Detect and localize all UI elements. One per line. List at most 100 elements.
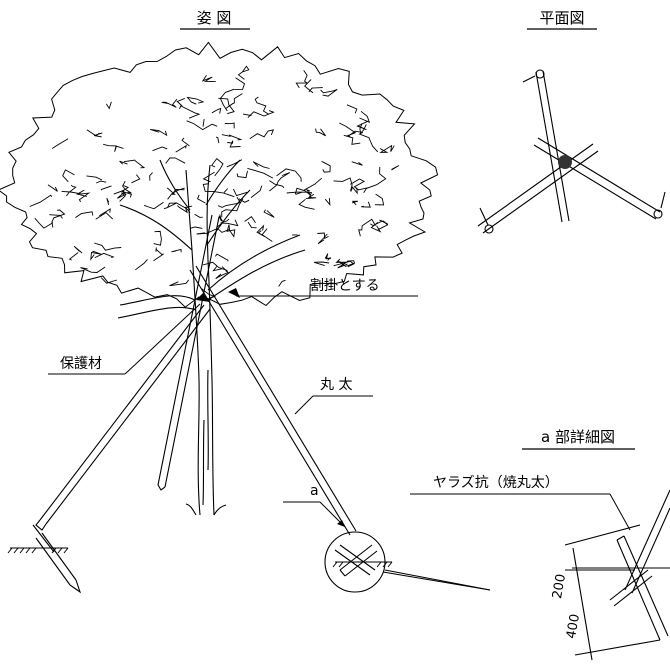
canopy-stroke xyxy=(321,89,338,96)
canopy-stroke xyxy=(248,222,257,228)
leader-log xyxy=(295,396,313,414)
support-log-right xyxy=(190,266,377,576)
canopy-stroke xyxy=(344,135,361,144)
label-detail-marker: a xyxy=(310,483,319,499)
canopy-stroke xyxy=(250,130,274,139)
canopy-stroke xyxy=(247,168,273,178)
canopy-stroke xyxy=(203,119,204,127)
canopy-stroke xyxy=(203,75,216,81)
canopy-stroke xyxy=(305,80,313,93)
stake-detail-shapes xyxy=(565,490,670,660)
canopy-stroke xyxy=(87,176,103,180)
canopy-stroke xyxy=(188,97,204,104)
label-protector: 保護材 xyxy=(60,356,102,372)
ground-left xyxy=(8,548,68,553)
canopy-stroke xyxy=(304,178,322,195)
canopy-stroke xyxy=(101,186,112,190)
support-log-left xyxy=(33,305,210,592)
canopy-stroke xyxy=(106,102,111,109)
canopy-stroke xyxy=(75,212,92,218)
label-split-hang: 割掛とする xyxy=(310,277,380,294)
canopy-stroke xyxy=(325,254,330,261)
label-stake: ヤラズ抗（焼丸太） xyxy=(433,475,559,491)
dimension-200: 200 xyxy=(550,573,569,600)
canopy-stroke xyxy=(306,194,316,198)
elevation-view: 姿 図 xyxy=(0,9,490,592)
canopy-stroke xyxy=(224,189,235,197)
canopy-stroke xyxy=(352,162,363,166)
canopy-stroke xyxy=(74,246,82,253)
canopy-stroke xyxy=(81,267,106,273)
canopy-stroke xyxy=(216,137,219,143)
canopy-stroke xyxy=(30,195,52,206)
canopy-stroke xyxy=(222,135,241,140)
canopy-stroke xyxy=(318,234,327,244)
canopy-stroke xyxy=(392,166,399,171)
canopy-stroke xyxy=(87,130,100,136)
canopy-stroke xyxy=(264,210,274,218)
canopy-stroke xyxy=(203,184,223,193)
canopy-stroke xyxy=(198,195,206,203)
canopy-stroke xyxy=(352,201,358,205)
canopy-stroke xyxy=(182,138,190,146)
canopy-stroke xyxy=(299,199,315,209)
canopy-stroke xyxy=(253,162,269,169)
canopy-stroke xyxy=(180,106,200,118)
canopy-stroke xyxy=(52,139,68,149)
canopy-stroke xyxy=(197,228,230,234)
canopy-stroke xyxy=(237,171,247,178)
canopy-stroke xyxy=(227,225,235,237)
canopy-stroke xyxy=(248,111,274,118)
canopy-stroke xyxy=(135,259,147,269)
canopy-stroke xyxy=(279,280,286,286)
canopy-stroke xyxy=(277,169,302,182)
dimension-400: 400 xyxy=(564,613,583,640)
canopy-stroke xyxy=(66,185,75,196)
label-log: 丸 太 xyxy=(320,377,352,393)
canopy-stroke xyxy=(35,218,53,228)
canopy-stroke xyxy=(154,231,162,245)
canopy-stroke xyxy=(251,186,262,198)
canopy-stroke xyxy=(96,213,113,220)
canopy-stroke xyxy=(227,141,240,147)
tree-trunk xyxy=(118,160,305,515)
canopy-stroke xyxy=(218,98,234,113)
canopy-stroke xyxy=(164,203,176,209)
canopy-stroke xyxy=(63,170,75,182)
canopy-stroke xyxy=(245,217,256,223)
canopy-stroke xyxy=(360,132,378,152)
detail-leader xyxy=(383,572,490,590)
canopy-stroke xyxy=(94,243,121,250)
canopy-stroke xyxy=(153,147,168,151)
canopy-stroke xyxy=(234,78,244,90)
canopy-stroke xyxy=(154,247,164,260)
canopy-stroke xyxy=(132,175,140,183)
canopy-stroke xyxy=(48,185,58,192)
canopy-stroke xyxy=(380,146,394,153)
canopy-stroke xyxy=(357,121,368,130)
leader-arrowhead xyxy=(337,520,345,527)
canopy-stroke xyxy=(361,202,370,207)
elevation-title: 姿 図 xyxy=(197,9,232,27)
canopy-stroke xyxy=(150,173,153,181)
canopy-stroke xyxy=(96,181,106,183)
canopy-stroke xyxy=(364,167,386,193)
canopy-stroke xyxy=(334,178,353,191)
canopy-stroke xyxy=(107,198,109,205)
canopy-stroke xyxy=(95,253,114,257)
canopy-stroke xyxy=(103,144,123,151)
canopy-stroke xyxy=(52,210,65,228)
canopy-stroke xyxy=(150,129,166,135)
canopy-stroke xyxy=(322,161,331,172)
plan-title: 平面図 xyxy=(539,9,584,27)
tree-trunk-plan xyxy=(558,155,572,169)
canopy-stroke xyxy=(190,227,202,228)
detail-title: a 部詳細図 xyxy=(541,428,615,446)
canopy-stroke xyxy=(218,197,240,207)
canopy-stroke xyxy=(215,254,228,261)
tree-canopy xyxy=(0,43,438,308)
canopy-stroke xyxy=(212,109,221,114)
canopy-stroke xyxy=(144,202,163,209)
canopy-stroke xyxy=(262,229,272,242)
